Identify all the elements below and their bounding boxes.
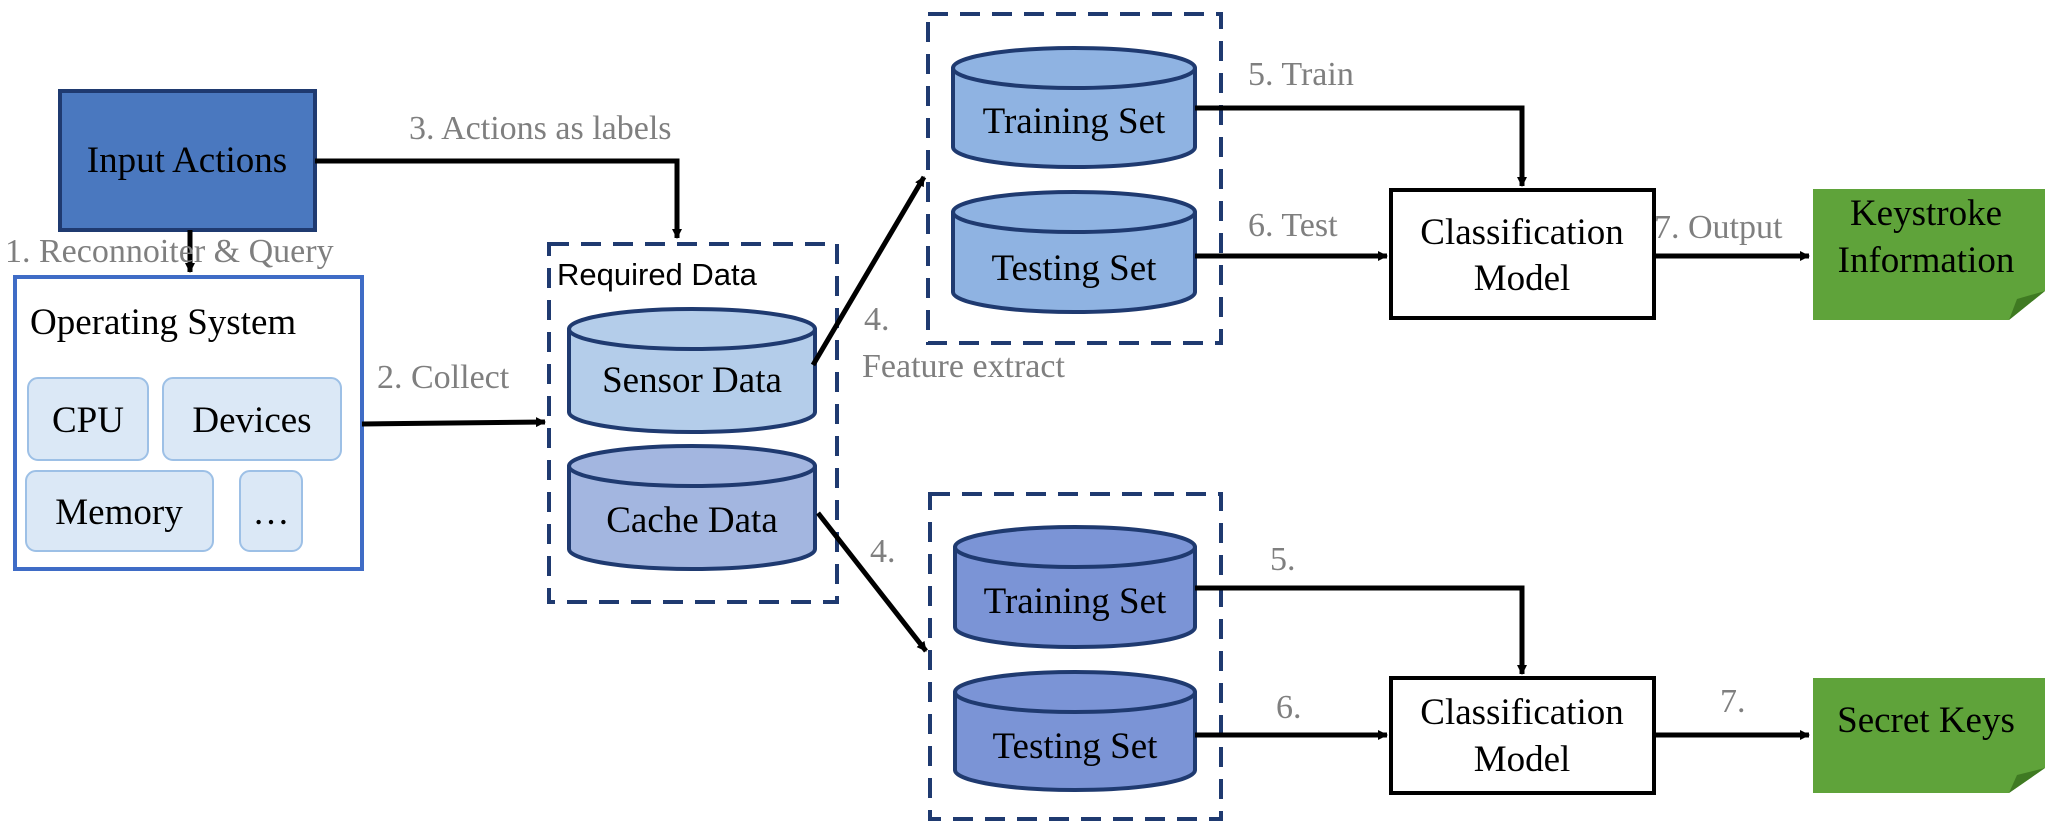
step-label-test-bottom: 6. [1276, 689, 1302, 726]
arrow-os-to-required-data [361, 417, 546, 428]
cache-data-cylinder: Cache Data [567, 444, 817, 571]
arrow-top-train-to-model [1195, 105, 1527, 187]
operating-system-box: Operating System CPU Devices Memory … [13, 275, 364, 571]
devices-label: Devices [192, 400, 311, 441]
bottom-training-set-label: Training Set [984, 581, 1167, 622]
required-data-group: Required Data Sensor Data Cache Data [547, 242, 839, 604]
operating-system-title: Operating System [30, 302, 296, 343]
bottom-training-set-cylinder: Training Set [953, 525, 1197, 649]
top-model-line2: Model [1474, 258, 1571, 299]
os-component-cpu: CPU [27, 377, 149, 461]
arrow-input-to-required-data [315, 158, 682, 239]
connectors [185, 105, 1810, 740]
bottom-testing-set-label: Testing Set [993, 726, 1159, 767]
os-component-memory: Memory [25, 470, 214, 552]
top-training-set-label: Training Set [983, 101, 1166, 142]
top-classification-model: Classification Model [1389, 188, 1656, 320]
step-labels: 1. Reconnoiter & Query 2. Collect 3. Act… [5, 56, 1783, 726]
step-label-train-bottom: 5. [1270, 541, 1296, 578]
bottom-model-line1: Classification [1420, 692, 1623, 733]
sensor-data-label: Sensor Data [602, 360, 782, 401]
cpu-label: CPU [52, 400, 124, 441]
top-model-line1: Classification [1420, 212, 1623, 253]
arrow-bottom-train-to-model [1195, 585, 1527, 675]
step-label-actions: 3. Actions as labels [409, 110, 672, 147]
os-component-more: … [239, 470, 303, 552]
keystroke-line2: Information [1838, 240, 2015, 281]
input-actions-label: Input Actions [87, 140, 287, 181]
os-component-devices: Devices [162, 377, 342, 461]
sensor-data-cylinder: Sensor Data [567, 307, 817, 434]
more-label: … [253, 492, 290, 533]
step-label-output-bottom: 7. [1720, 683, 1746, 720]
secret-keys-note: Secret Keys [1813, 678, 2045, 793]
top-testing-set-label: Testing Set [992, 248, 1158, 289]
step-label-feature-num: 4. [864, 301, 890, 338]
step-label-collect: 2. Collect [377, 359, 510, 396]
input-actions-box: Input Actions [58, 89, 317, 232]
step-label-output-top: 7. Output [1654, 209, 1783, 246]
top-training-set-cylinder: Training Set [951, 46, 1197, 169]
bottom-classification-model: Classification Model [1389, 676, 1656, 795]
cache-data-label: Cache Data [606, 500, 778, 541]
keystroke-information-note: Keystroke Information [1813, 189, 2045, 320]
top-dataset-group: Training Set Testing Set [926, 12, 1223, 345]
arrow-cache-to-bottom-sets [816, 511, 928, 653]
keystroke-line1: Keystroke [1850, 193, 2002, 234]
step-label-feature-text: Feature extract [862, 348, 1065, 385]
bottom-model-line2: Model [1474, 739, 1571, 780]
step-label-reconnoiter: 1. Reconnoiter & Query [5, 233, 334, 270]
step-label-test-top: 6. Test [1248, 207, 1338, 244]
required-data-title: Required Data [557, 257, 758, 292]
secret-keys-label: Secret Keys [1837, 700, 2015, 741]
top-testing-set-cylinder: Testing Set [951, 190, 1197, 314]
bottom-dataset-group: Training Set Testing Set [928, 492, 1223, 821]
step-label-feature-bottom: 4. [870, 533, 896, 570]
memory-label: Memory [55, 492, 183, 533]
bottom-testing-set-cylinder: Testing Set [953, 670, 1197, 792]
step-label-train-top: 5. Train [1248, 56, 1354, 93]
arrow-sensor-to-top-sets [810, 175, 927, 367]
